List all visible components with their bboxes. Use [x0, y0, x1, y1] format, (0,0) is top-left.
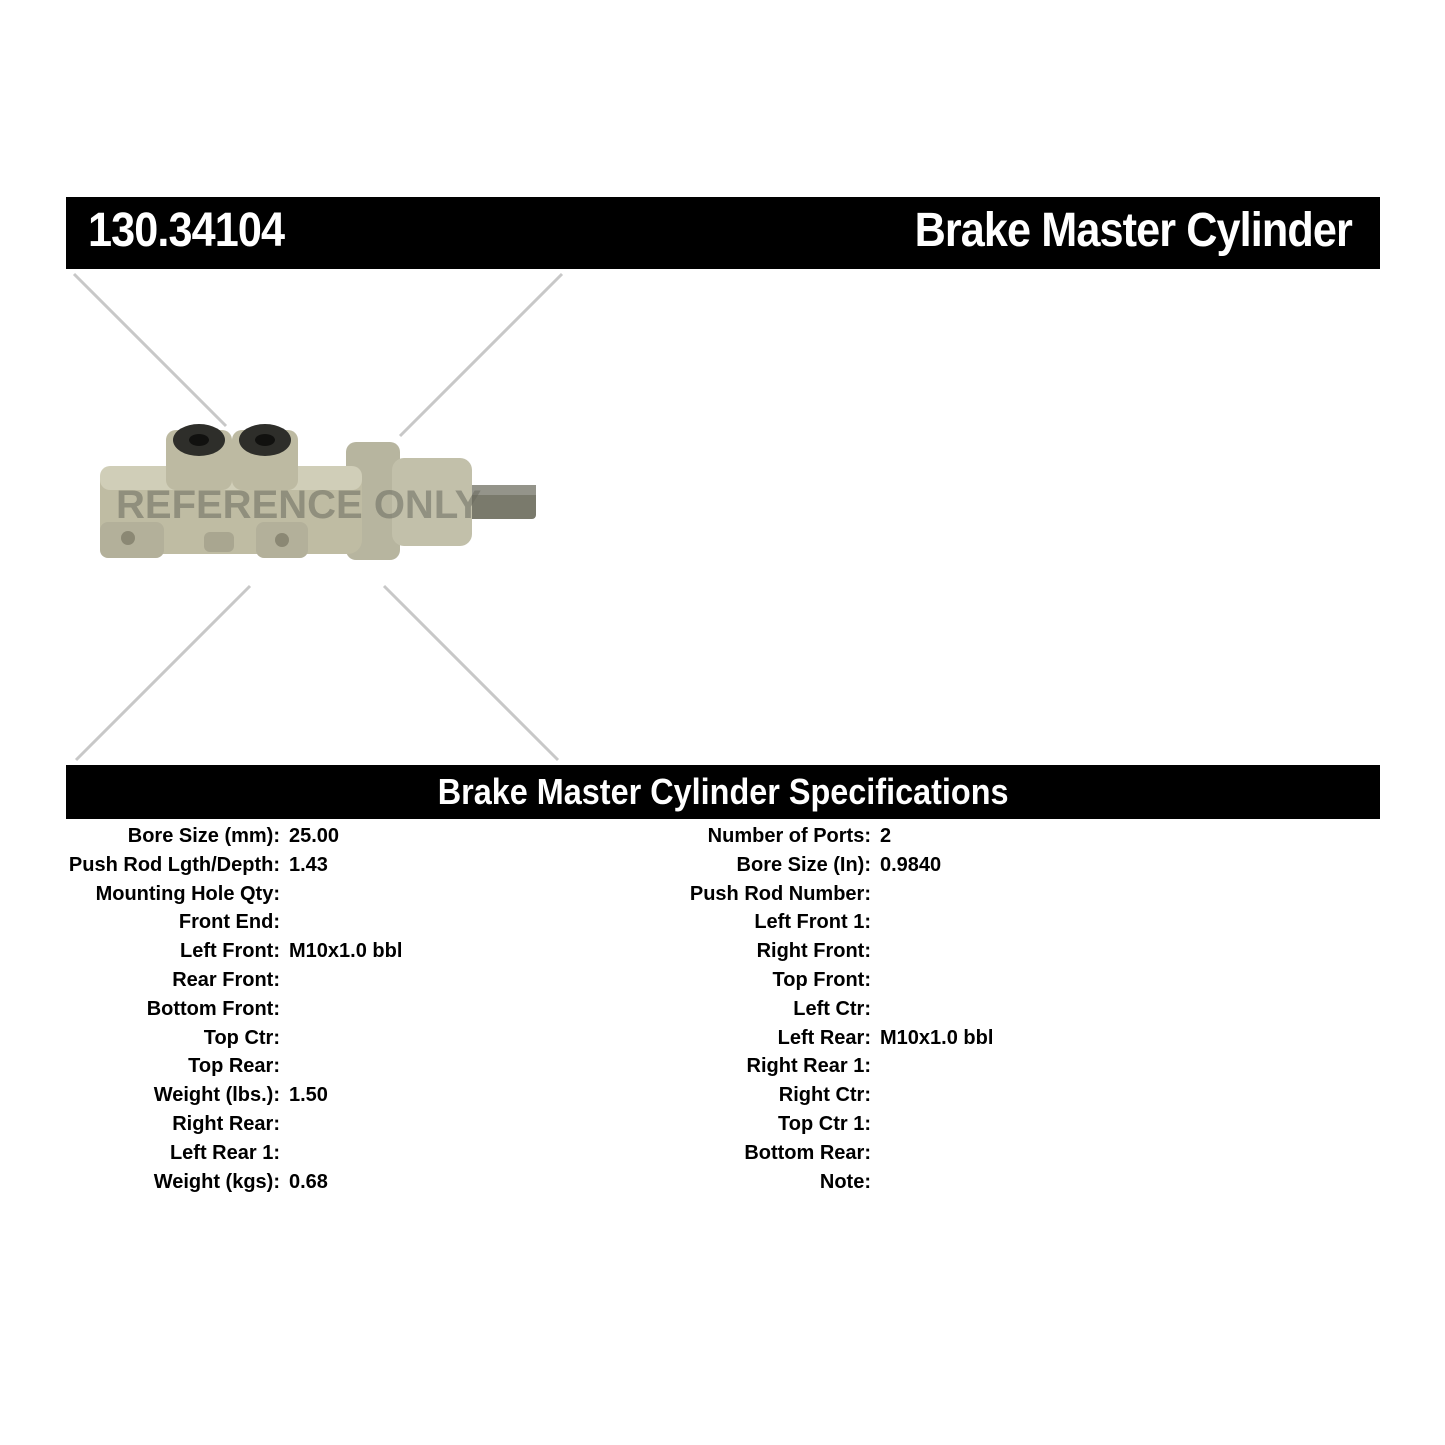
watermark: REFERENCE ONLY [116, 483, 482, 527]
title-bar: 130.34104 Brake Master Cylinder [66, 197, 1380, 269]
spec-value: M10x1.0 bbl [289, 940, 403, 962]
spec-label: Bottom Front: [146, 998, 280, 1020]
spec-value: 2 [880, 825, 892, 847]
spec-label: Top Rear: [188, 1055, 280, 1077]
spec-label: Top Ctr: [203, 1027, 280, 1049]
spec-label: Right Rear: [172, 1113, 280, 1135]
spec-value: 0.9840 [880, 854, 942, 876]
spec-label: Top Front: [772, 969, 871, 991]
part-number: 130.34104 [88, 204, 285, 257]
spec-value: 0.68 [289, 1171, 328, 1193]
spec-label: Note: [819, 1171, 871, 1193]
specs-header: Brake Master Cylinder Specifications [66, 765, 1380, 819]
spec-label: Rear Front: [172, 969, 280, 991]
spec-label: Bore Size (In): [736, 854, 871, 876]
spec-value: 1.50 [289, 1084, 328, 1106]
crop-marks [72, 272, 564, 762]
product-name: Brake Master Cylinder [914, 204, 1353, 257]
spec-label: Left Front 1: [754, 911, 871, 933]
spec-label: Right Rear 1: [746, 1055, 871, 1077]
spec-label: Right Ctr: [778, 1084, 871, 1106]
spec-label: Front End: [178, 911, 280, 933]
spec-value: M10x1.0 bbl [880, 1027, 994, 1049]
spec-label: Push Rod Lgth/Depth: [68, 854, 280, 876]
spec-label: Left Rear: [777, 1027, 871, 1049]
spec-label: Mounting Hole Qty: [95, 883, 280, 905]
spec-label: Bore Size (mm): [127, 825, 280, 847]
specs-title: Brake Master Cylinder Specifications [437, 771, 1009, 812]
spec-label: Weight (lbs.): [153, 1084, 280, 1106]
spec-label: Weight (kgs): [153, 1171, 280, 1193]
spec-label: Bottom Rear: [744, 1142, 871, 1164]
spec-label: Left Front: [180, 940, 280, 962]
spec-label: Number of Ports: [707, 825, 871, 847]
spec-label: Left Rear 1: [169, 1142, 280, 1164]
spec-label: Left Ctr: [793, 998, 871, 1020]
product-image: REFERENCE ONLY [72, 272, 564, 762]
spec-label: Top Ctr 1: [778, 1113, 871, 1135]
spec-value: 25.00 [289, 825, 340, 847]
spec-label: Right Front: [756, 940, 871, 962]
spec-label: Push Rod Number: [689, 883, 871, 905]
spec-value: 1.43 [289, 854, 328, 876]
